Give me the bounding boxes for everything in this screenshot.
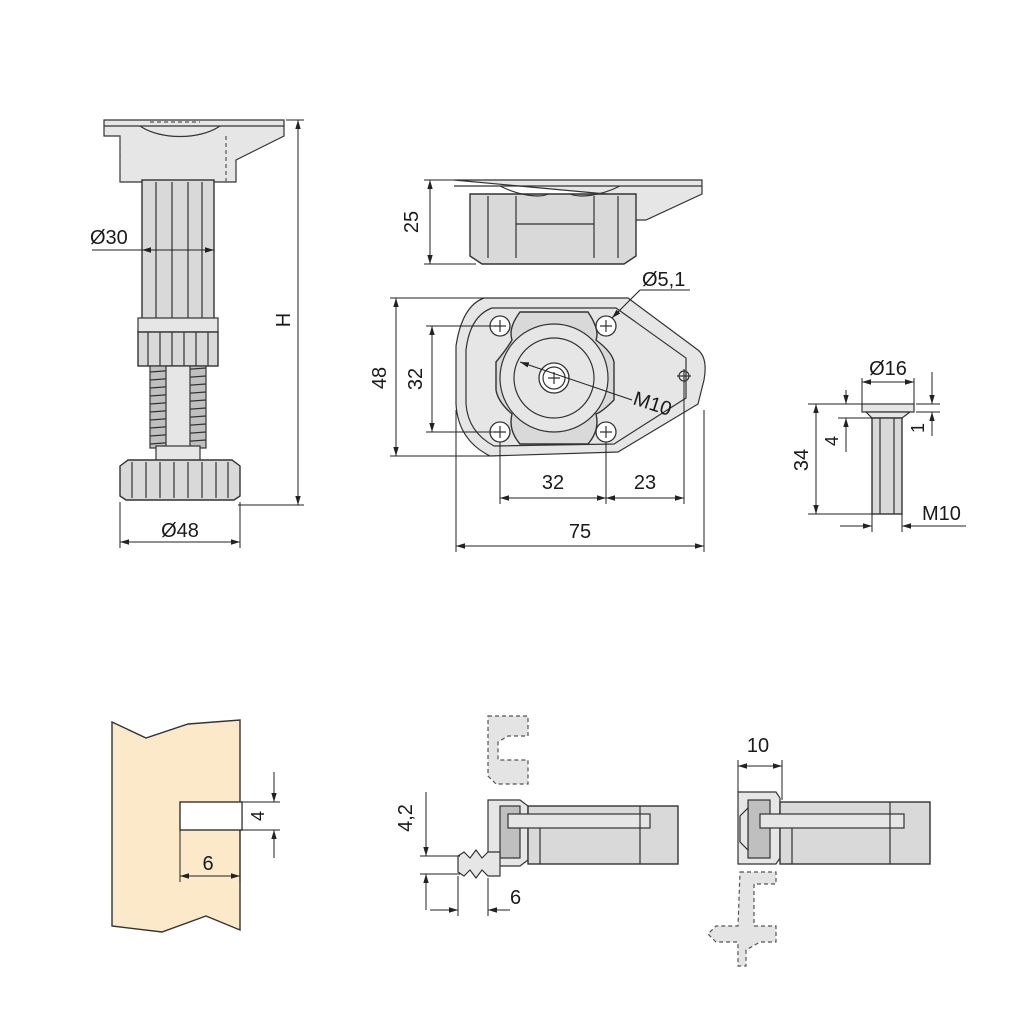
bolt-dimensions: Ø16 1 4 34 M10	[791, 358, 966, 532]
bracket-side-view	[453, 179, 703, 265]
hole-diameter-label: Ø5,1	[642, 269, 685, 291]
bracket-top-view	[455, 297, 706, 457]
plate-width-label: 75	[569, 521, 591, 543]
bolt-head-diameter-label: Ø16	[869, 358, 907, 380]
clip-right-dimensions: 10	[737, 735, 783, 800]
bolt-head-height-label: 1	[908, 423, 928, 433]
bolt-thread-label: M10	[922, 503, 961, 525]
clip-width-label: 10	[747, 735, 769, 757]
bracket-height-label: 25	[401, 211, 423, 233]
clip-assembly-right	[707, 791, 931, 967]
plate-height-label: 48	[369, 367, 391, 389]
leg-dimensions: Ø30 H Ø48	[90, 119, 304, 548]
leg-side-view	[103, 119, 285, 501]
hole-spacing-h-label: 32	[542, 472, 564, 494]
groove-depth-label: 6	[202, 853, 213, 875]
bolt-side-view	[861, 403, 915, 515]
bolt-shoulder-label: 4	[822, 436, 842, 446]
clip-depth-label: 6	[510, 887, 521, 909]
clip-assembly-middle	[457, 715, 679, 879]
leg-height-label: H	[273, 313, 295, 327]
foot-diameter-label: Ø48	[161, 520, 199, 542]
hole-spacing-v-label: 32	[405, 368, 427, 390]
groove-height-label: 4	[248, 811, 268, 821]
leg-diameter-label: Ø30	[90, 227, 128, 249]
bracket-top-dimensions: Ø5,1 M10 48 32 32 23 75	[369, 269, 705, 552]
bolt-length-label: 34	[791, 449, 813, 471]
wood-panel-dimensions: 4 6	[179, 772, 280, 882]
clip-middle-dimensions: 4,2 6	[395, 792, 521, 916]
offset-label: 23	[634, 472, 656, 494]
clip-offset-label: 4,2	[395, 804, 417, 832]
wood-panel-view	[111, 719, 243, 933]
bracket-side-dimensions: 25	[401, 179, 476, 265]
